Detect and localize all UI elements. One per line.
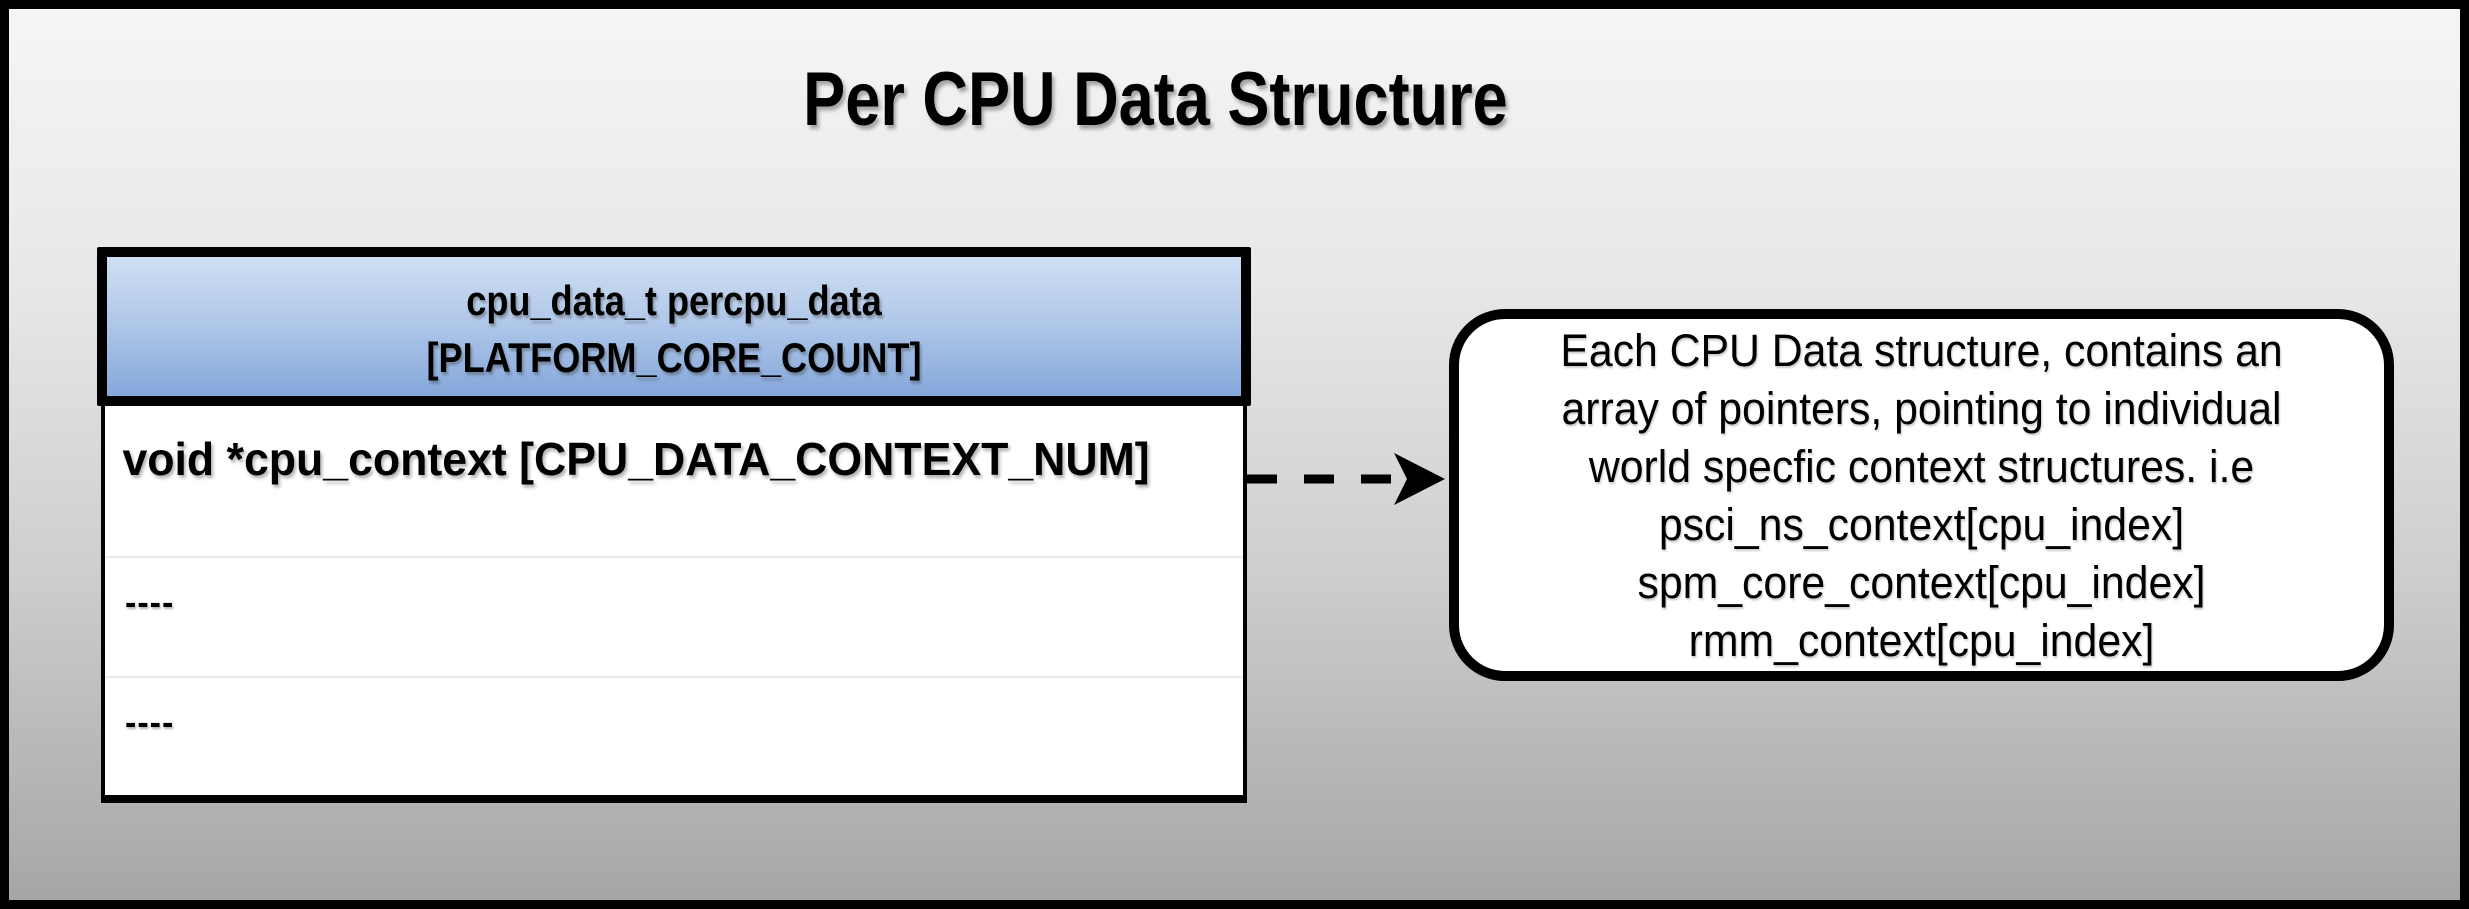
callout-note: Each CPU Data structure, contains an arr… <box>1449 309 2394 681</box>
callout-line-5: spm_core_context[cpu_index] <box>1637 557 2206 608</box>
callout-line-3: world specfic context structures. i.e <box>1588 441 2255 492</box>
page-title: Per CPU Data Structure <box>9 59 2302 141</box>
cpu-data-table-body: void *cpu_context [CPU_DATA_CONTEXT_NUM]… <box>101 406 1247 803</box>
callout-line-2: array of pointers, pointing to individua… <box>1561 383 2282 434</box>
dashed-arrow-icon <box>1247 453 1445 505</box>
table-header-line-1: cpu_data_t percpu_data <box>466 277 882 324</box>
table-row-placeholder-1: ---- <box>105 556 1243 676</box>
table-header-line-2: [PLATFORM_CORE_COUNT] <box>426 334 922 381</box>
cpu-data-table-header: cpu_data_t percpu_data [PLATFORM_CORE_CO… <box>97 247 1251 406</box>
cpu-data-table-header-text: cpu_data_t percpu_data [PLATFORM_CORE_CO… <box>186 257 1161 386</box>
page-title-text: Per CPU Data Structure <box>803 57 1508 142</box>
callout-line-6: rmm_context[cpu_index] <box>1688 615 2155 666</box>
table-row-placeholder-2: ---- <box>105 676 1243 795</box>
callout-line-4: psci_ns_context[cpu_index] <box>1658 499 2185 550</box>
callout-line-1: Each CPU Data structure, contains an <box>1560 325 2283 376</box>
callout-note-text: Each CPU Data structure, contains an arr… <box>1482 319 2361 670</box>
table-row-cpu-context: void *cpu_context [CPU_DATA_CONTEXT_NUM] <box>122 433 1150 485</box>
